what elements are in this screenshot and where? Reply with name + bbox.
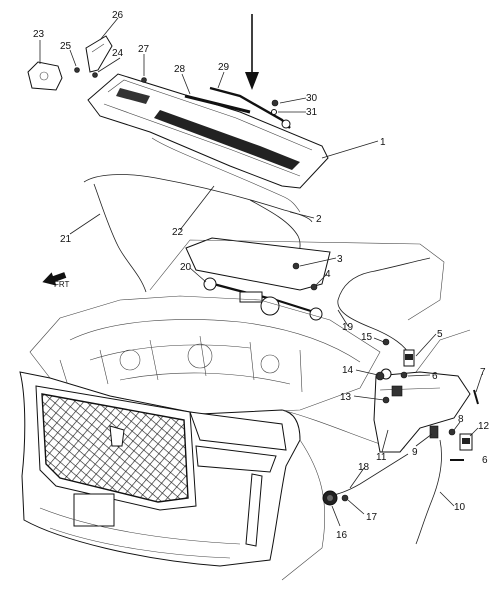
license-plate	[73, 493, 115, 527]
clip-3	[292, 262, 300, 270]
cowl-bracket-left	[27, 61, 63, 91]
sensor-6	[400, 371, 408, 379]
check-valve-9	[429, 425, 439, 439]
callout-1: 1	[380, 137, 386, 148]
callout-12: 12	[478, 421, 490, 432]
washer-hose-10	[415, 439, 442, 545]
callout-8: 8	[458, 414, 464, 425]
callout-19: 19	[342, 322, 354, 333]
callout-30: 30	[306, 93, 318, 104]
callout-20: 20	[180, 262, 192, 273]
callout-23: 23	[33, 29, 45, 40]
callout-29: 29	[218, 62, 230, 73]
callout-25: 25	[60, 41, 72, 52]
nut-30	[271, 99, 279, 107]
callout-10: 10	[454, 502, 466, 513]
front-direction-icon: FRT	[42, 272, 70, 289]
bolt-4	[310, 283, 318, 291]
washer-pump-12	[459, 433, 473, 451]
callout-26: 26	[112, 10, 124, 21]
callout-22: 22	[172, 227, 184, 238]
view-direction-arrow-icon	[245, 14, 259, 90]
bolt-25	[74, 67, 80, 73]
callout-9: 9	[412, 447, 418, 458]
leader-lines	[39, 17, 483, 527]
callout-4: 4	[325, 269, 331, 280]
callout-5: 5	[437, 329, 443, 340]
washer-pump	[403, 349, 415, 367]
callout-15: 15	[361, 332, 373, 343]
callout-28: 28	[174, 64, 186, 75]
callout-17: 17	[366, 512, 378, 523]
callout-27: 27	[138, 44, 150, 55]
nozzle-7	[473, 389, 479, 405]
vehicle-front-end	[19, 239, 471, 581]
callout-31: 31	[306, 107, 318, 118]
washer-nozzle-16	[322, 490, 338, 506]
front-label: FRT	[54, 280, 70, 289]
cowl-bracket-upper	[85, 35, 113, 73]
clip-8	[448, 428, 456, 436]
callout-14: 14	[342, 365, 354, 376]
cowl-panel	[87, 73, 329, 189]
callout-21: 21	[60, 234, 72, 245]
cowl-seal	[151, 137, 301, 213]
clip-17	[341, 494, 349, 502]
callout-18: 18	[358, 462, 370, 473]
callout-6b: 6	[482, 455, 488, 466]
callout-16: 16	[336, 530, 348, 541]
wiper-blade	[184, 94, 251, 114]
callout-3: 3	[337, 254, 343, 265]
cap-31	[271, 109, 277, 115]
washer-hose-18	[329, 453, 409, 497]
washer-hose-branch	[93, 183, 147, 293]
bolt-27	[141, 77, 147, 83]
callout-labels: 1 2 3 4 5 6 6 7 8 9 10 11 12 13 14 15 16…	[33, 10, 490, 541]
wiper-module-cover	[185, 237, 331, 291]
washer-hose-19	[337, 257, 431, 357]
callout-13: 13	[340, 392, 352, 403]
wiper-arm	[209, 86, 291, 129]
bolt-24	[92, 72, 98, 78]
callout-6a: 6	[432, 371, 438, 382]
washer-reservoir	[373, 368, 471, 453]
callout-11: 11	[376, 452, 387, 463]
callout-24: 24	[112, 48, 124, 59]
grommet-14	[375, 371, 385, 381]
callout-7: 7	[480, 367, 486, 378]
callout-2: 2	[316, 214, 322, 225]
wiper-transmission	[203, 277, 323, 321]
